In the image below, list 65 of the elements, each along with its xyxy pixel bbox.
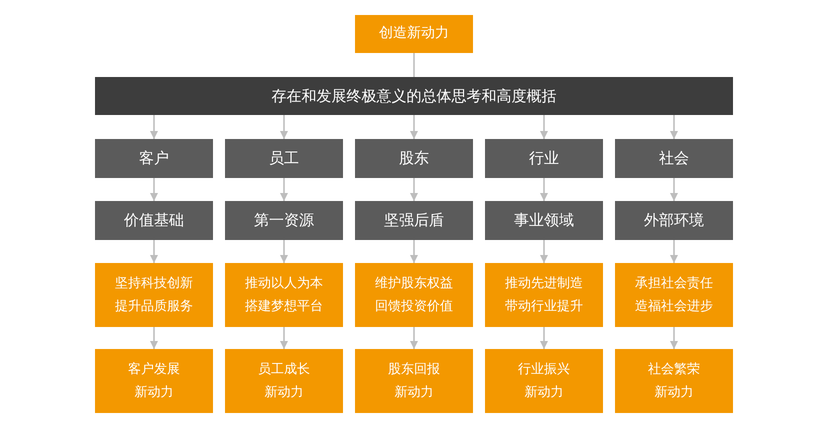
box-label: 坚强后盾: [384, 210, 444, 231]
category-box: [485, 201, 603, 240]
arrow: [670, 115, 678, 139]
arrow: [150, 115, 158, 139]
box-label: 推动以人为本搭建梦想平台: [244, 274, 324, 316]
arrow: [670, 240, 678, 263]
connector-line: [413, 53, 415, 77]
box-label: 创造新动力: [379, 24, 449, 44]
arrow: [280, 178, 288, 201]
title-box: [355, 15, 473, 53]
category-box: [615, 201, 733, 240]
box-label: 股东: [399, 148, 429, 169]
outcome-box: [95, 349, 213, 413]
box-label: 员工: [269, 148, 299, 169]
arrow: [150, 178, 158, 201]
arrow: [410, 240, 418, 263]
arrow: [540, 240, 548, 263]
box-label: 推动先进制造带动行业提升: [504, 274, 584, 316]
arrow: [670, 178, 678, 201]
box-label: 股东回报新动力: [388, 360, 440, 402]
arrow: [150, 240, 158, 263]
action-box: [225, 263, 343, 327]
outcome-box: [225, 349, 343, 413]
arrow: [280, 327, 288, 349]
box-label: 事业领域: [514, 210, 574, 231]
action-box: [95, 263, 213, 327]
arrow: [150, 327, 158, 349]
arrow: [280, 115, 288, 139]
arrow: [280, 240, 288, 263]
action-box: [355, 263, 473, 327]
outcome-box: [355, 349, 473, 413]
box-label: 价值基础: [124, 210, 184, 231]
category-box: [355, 201, 473, 240]
box-label: 客户发展新动力: [128, 360, 180, 402]
outcome-box: [615, 349, 733, 413]
arrow: [410, 115, 418, 139]
box-label: 坚持科技创新提升品质服务: [114, 274, 194, 316]
box-label: 维护股东权益回馈投资价值: [374, 274, 454, 316]
category-box: [225, 201, 343, 240]
category-box: [95, 201, 213, 240]
box-label: 存在和发展终极意义的总体思考和高度概括: [272, 86, 556, 106]
box-label: 外部环境: [644, 210, 704, 231]
banner-bar: [95, 77, 733, 115]
category-box: [95, 139, 213, 178]
arrow: [670, 327, 678, 349]
outcome-box: [485, 349, 603, 413]
category-box: [225, 139, 343, 178]
action-box: [485, 263, 603, 327]
box-label: 第一资源: [254, 210, 314, 231]
box-label: 行业: [529, 148, 559, 169]
arrow: [540, 115, 548, 139]
arrow: [410, 178, 418, 201]
box-label: 行业振兴新动力: [518, 360, 570, 402]
arrow: [540, 178, 548, 201]
arrow: [410, 327, 418, 349]
box-label: 社会: [659, 148, 689, 169]
box-label: 承担社会责任造福社会进步: [634, 274, 714, 316]
box-label: 社会繁荣新动力: [648, 360, 700, 402]
box-label: 员工成长新动力: [258, 360, 310, 402]
action-box: [615, 263, 733, 327]
category-box: [615, 139, 733, 178]
category-box: [355, 139, 473, 178]
category-box: [485, 139, 603, 178]
arrow: [540, 327, 548, 349]
box-label: 客户: [139, 148, 169, 169]
